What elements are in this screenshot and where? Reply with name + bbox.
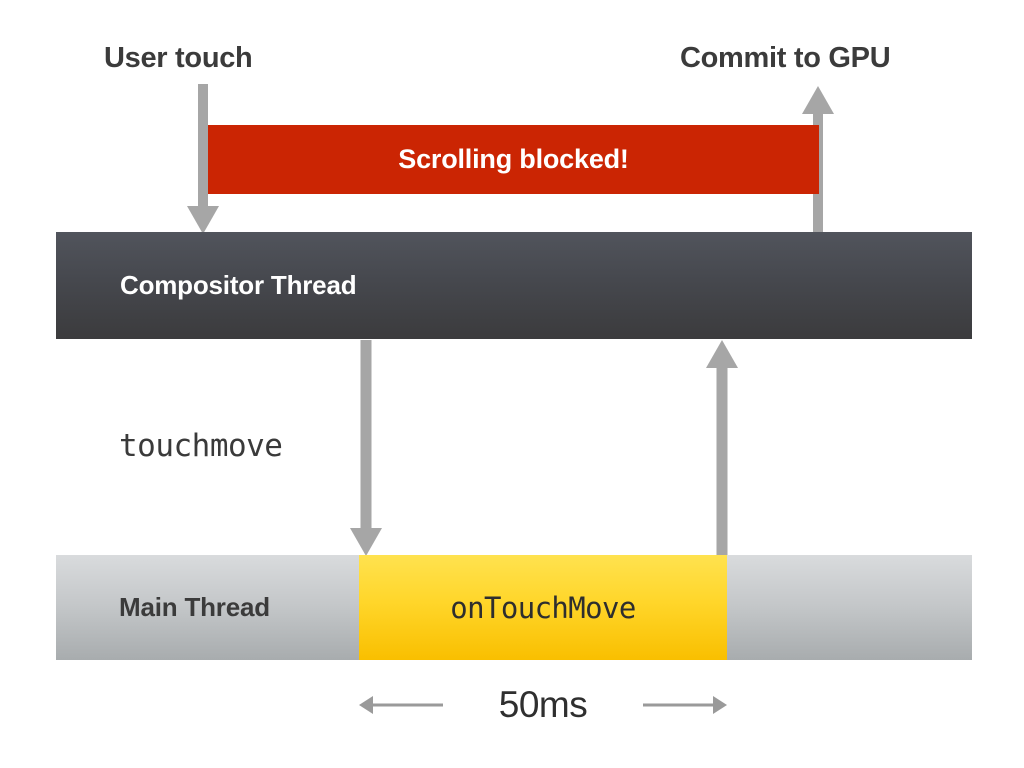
arrow-head xyxy=(187,206,219,234)
arrow-handler-return-up-icon xyxy=(706,340,738,556)
duration-value-label: 50ms xyxy=(498,684,588,725)
scrolling-blocked-bar: Scrolling blocked! xyxy=(208,125,819,194)
ontouchmove-task-block: onTouchMove xyxy=(359,555,727,660)
arrow-touchmove-dispatch-down-icon xyxy=(350,340,382,556)
compositor-thread-lane: Compositor Thread xyxy=(56,232,972,339)
arrow-head xyxy=(350,528,382,556)
arrow-shaft xyxy=(198,84,208,208)
arrow-shaft xyxy=(360,340,372,530)
arrow-head xyxy=(706,340,738,368)
arrow-user-touch-down-icon xyxy=(187,84,219,234)
ontouchmove-label: onTouchMove xyxy=(450,590,636,625)
touchmove-event-label: touchmove xyxy=(119,428,283,464)
duration-dimension: 50ms xyxy=(359,678,727,732)
compositor-thread-label: Compositor Thread xyxy=(120,270,357,300)
main-thread-lane: Main Thread onTouchMove xyxy=(56,555,972,660)
commit-to-gpu-label: Commit to GPU xyxy=(680,42,891,74)
arrow-shaft xyxy=(716,366,728,556)
dimension-arrow-right-icon xyxy=(642,694,727,716)
dimension-shaft xyxy=(642,703,714,707)
arrow-head xyxy=(802,86,834,114)
user-touch-label: User touch xyxy=(104,42,253,74)
dimension-shaft xyxy=(372,703,443,707)
scrolling-blocked-label: Scrolling blocked! xyxy=(398,144,629,174)
dimension-head xyxy=(359,696,373,714)
main-thread-label: Main Thread xyxy=(119,592,270,622)
dimension-head xyxy=(712,696,727,714)
dimension-arrow-left-icon xyxy=(359,694,443,716)
